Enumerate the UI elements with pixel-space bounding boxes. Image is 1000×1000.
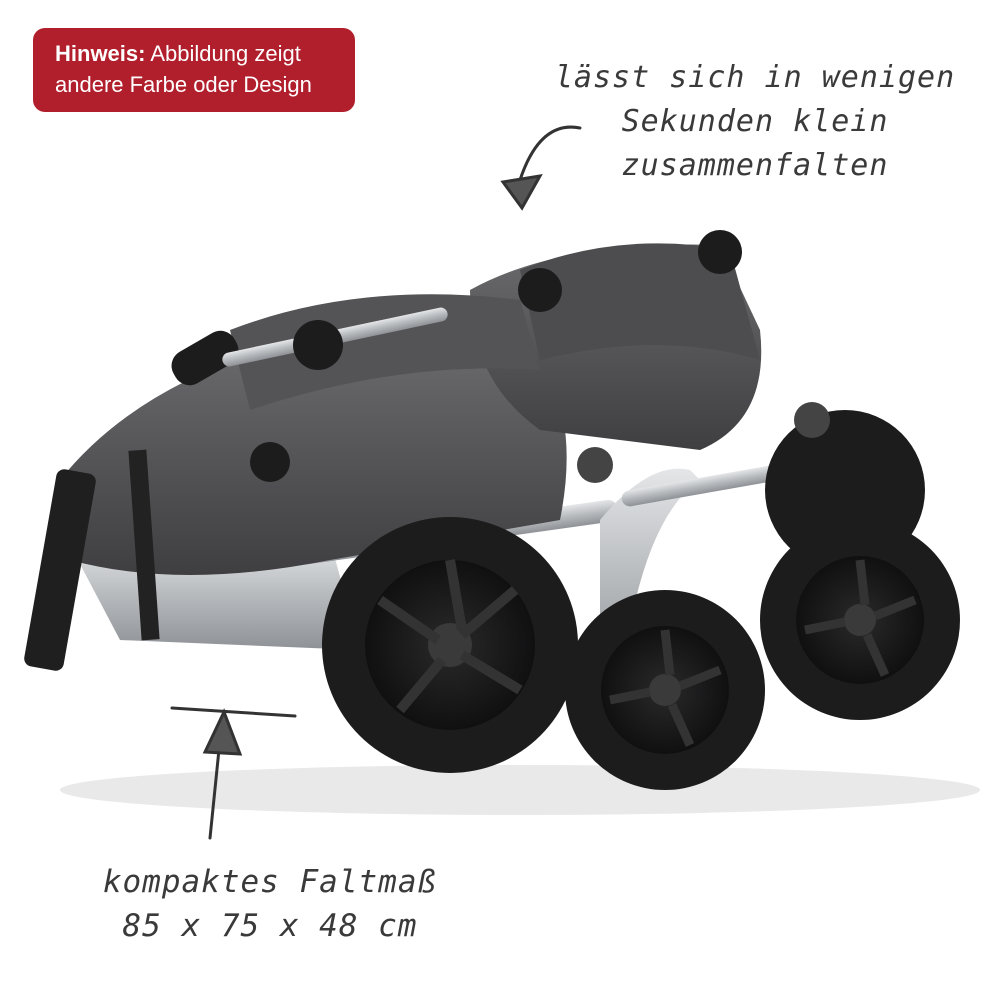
fold-caption: lässt sich in wenigen Sekunden klein zus… xyxy=(545,56,965,188)
floor-shadow xyxy=(60,765,980,815)
size-caption-line2: 85 x 75 x 48 cm xyxy=(122,908,418,944)
seat-fabric-left xyxy=(60,340,567,575)
front-wheel-left xyxy=(565,590,765,790)
hinge-knob-low xyxy=(250,442,290,482)
arrow-bottom-icon xyxy=(170,706,297,840)
handle-grip-left xyxy=(171,330,239,386)
hinge-knob-right xyxy=(698,230,742,274)
hinge-knob-mid xyxy=(518,268,562,312)
fold-caption-line3: zusammenfalten xyxy=(621,148,889,183)
fold-caption-line2: Sekunden klein xyxy=(621,104,889,139)
front-foot xyxy=(24,469,96,671)
arrow-top-icon xyxy=(500,125,582,211)
strap xyxy=(128,449,160,641)
fold-caption-line1: lässt sich in wenigen xyxy=(554,60,956,95)
rear-wheel xyxy=(322,517,578,773)
hinge-knob-left xyxy=(293,320,343,370)
notice-line1: Abbildung zeigt xyxy=(150,41,301,66)
notice-label: Hinweis: xyxy=(55,41,146,66)
canopy-right xyxy=(520,243,760,360)
swivel-cap-right xyxy=(794,402,830,438)
swivel-cap-left xyxy=(577,447,613,483)
size-caption-line1: kompaktes Faltmaß xyxy=(102,864,438,900)
notice-line2: andere Farbe oder Design xyxy=(55,72,312,97)
size-caption: kompaktes Faltmaß 85 x 75 x 48 cm xyxy=(60,860,480,948)
design-notice-badge: Hinweis: Abbildung zeigt andere Farbe od… xyxy=(33,28,355,112)
front-wheel-right xyxy=(760,520,960,720)
